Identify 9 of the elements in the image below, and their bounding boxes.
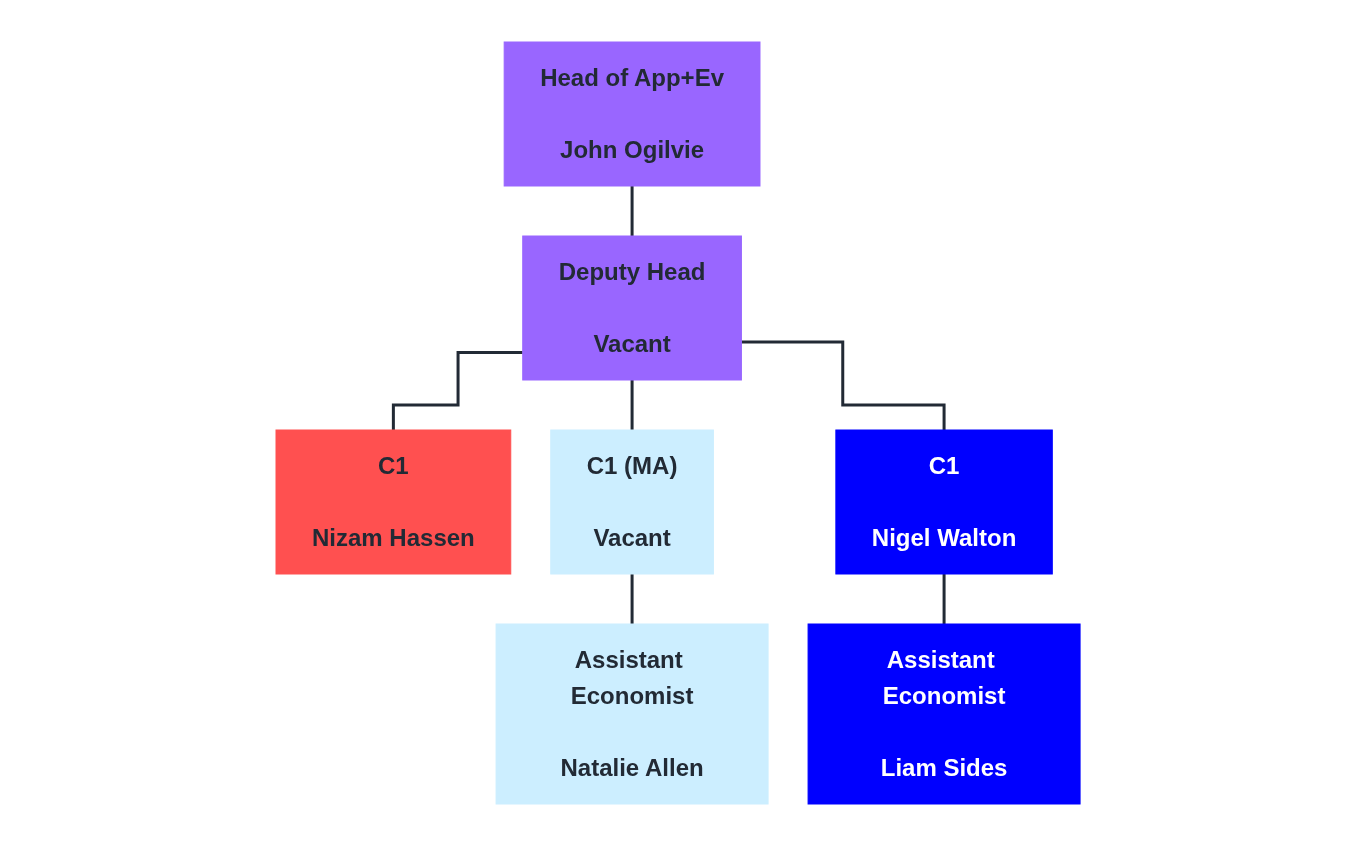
node-box: Assistant Economist Liam Sides [807, 623, 1081, 805]
node-box: Head of App+Ev John Ogilvie [503, 41, 761, 187]
node-box: C1 (MA) Vacant [550, 429, 714, 575]
node-box: Deputy Head Vacant [522, 235, 742, 381]
node-box: C1 Nigel Walton [835, 429, 1053, 575]
connector [391, 350, 523, 432]
node-box: Assistant Economist Natalie Allen [495, 623, 769, 805]
node-box: C1 Nizam Hassen [275, 429, 512, 575]
connector [741, 340, 946, 432]
